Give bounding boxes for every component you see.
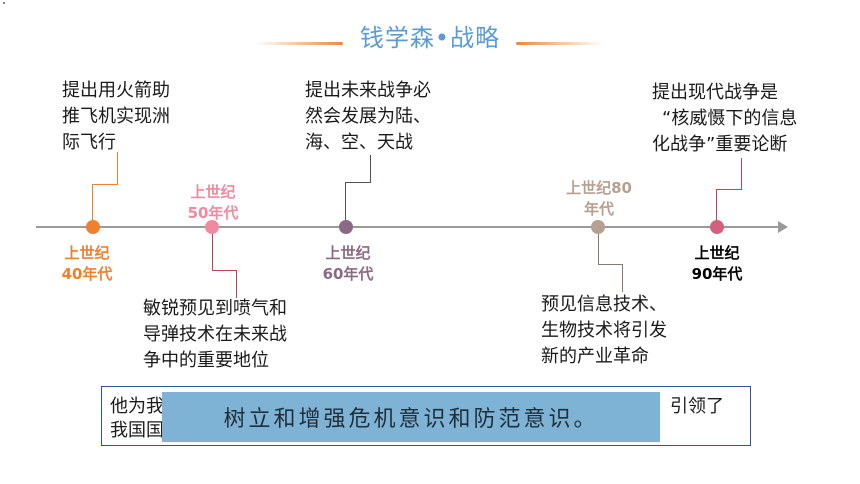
summary-overlay-banner: 树立和增强危机意识和防范意识。 bbox=[162, 392, 660, 442]
event-60s-era: 上世纪 60年代 bbox=[313, 243, 383, 285]
summary-text-right: 引领了 bbox=[670, 396, 724, 417]
event-60s-connector bbox=[345, 182, 370, 183]
event-40s-desc-line: 际飞行 bbox=[62, 132, 116, 153]
event-50s-desc-line: 争中的重要地位 bbox=[143, 350, 269, 371]
event-80s-connector bbox=[622, 264, 623, 292]
event-90s-connector bbox=[716, 189, 742, 190]
event-60s-desc-line: 提出未来战争必 bbox=[305, 80, 431, 101]
event-90s-desc-line: 化战争”重要论断 bbox=[652, 134, 788, 155]
summary-line: 他为我 bbox=[110, 396, 164, 417]
event-40s-node bbox=[86, 220, 100, 234]
corner-dot bbox=[3, 2, 5, 4]
event-60s-desc-line: 海、空、天战 bbox=[305, 132, 413, 153]
era-label: 上世纪80 bbox=[566, 179, 632, 197]
era-label: 上世纪 bbox=[694, 244, 740, 262]
event-90s-desc-line: “核威慑下的信息 bbox=[662, 108, 798, 129]
event-80s-desc-line: 生物技术将引发 bbox=[541, 320, 667, 341]
event-40s-era: 上世纪 40年代 bbox=[52, 243, 122, 285]
era-label: 年代 bbox=[583, 200, 614, 218]
event-40s-description: 提出用火箭助 推飞机实现洲 际飞行 bbox=[62, 78, 170, 156]
event-40s-connector bbox=[92, 184, 93, 220]
event-60s-node bbox=[339, 220, 353, 234]
event-40s-connector bbox=[92, 184, 118, 185]
timeline-arrow bbox=[778, 221, 788, 233]
event-90s-connector bbox=[741, 158, 742, 189]
era-label: 40年代 bbox=[61, 265, 113, 283]
event-50s-era: 上世纪 50年代 bbox=[178, 182, 248, 224]
event-80s-desc-line: 新的产业革命 bbox=[541, 346, 649, 367]
event-60s-connector bbox=[370, 155, 371, 183]
page-title: 钱学森•战略 bbox=[359, 24, 501, 52]
era-label: 上世纪 bbox=[325, 244, 371, 262]
era-label: 90年代 bbox=[691, 265, 743, 283]
event-60s-description: 提出未来战争必 然会发展为陆、 海、空、天战 bbox=[305, 78, 431, 156]
event-80s-description: 预见信息技术、 生物技术将引发 新的产业革命 bbox=[541, 292, 667, 370]
era-label: 60年代 bbox=[322, 265, 374, 283]
event-90s-desc-line: 提出现代战争是 bbox=[652, 82, 778, 103]
event-50s-connector bbox=[212, 270, 236, 271]
event-80s-connector bbox=[598, 264, 622, 265]
event-80s-era: 上世纪80 年代 bbox=[556, 178, 642, 220]
event-60s-connector bbox=[345, 182, 346, 220]
event-50s-desc-line: 敏锐预见到喷气和 bbox=[143, 298, 287, 319]
event-50s-connector bbox=[212, 234, 213, 270]
event-90s-connector bbox=[716, 189, 717, 220]
event-80s-connector bbox=[598, 234, 599, 264]
event-90s-era: 上世纪 90年代 bbox=[682, 243, 752, 285]
timeline-axis bbox=[36, 226, 782, 228]
event-50s-node bbox=[205, 220, 219, 234]
event-40s-desc-line: 提出用火箭助 bbox=[62, 80, 170, 101]
summary-line: 我国国 bbox=[110, 420, 164, 441]
event-60s-desc-line: 然会发展为陆、 bbox=[305, 106, 431, 127]
era-label: 上世纪 bbox=[190, 183, 236, 201]
event-40s-connector bbox=[117, 152, 118, 185]
event-40s-desc-line: 推飞机实现洲 bbox=[62, 106, 170, 127]
event-80s-node bbox=[591, 220, 605, 234]
era-label: 50年代 bbox=[187, 204, 239, 222]
event-50s-connector bbox=[236, 270, 237, 298]
title-decoration-right bbox=[516, 42, 604, 45]
era-label: 上世纪 bbox=[64, 244, 110, 262]
summary-text-left: 他为我 我国国 bbox=[110, 395, 164, 443]
title-decoration-left bbox=[255, 42, 343, 45]
event-50s-desc-line: 导弹技术在未来战 bbox=[143, 324, 287, 345]
event-50s-description: 敏锐预见到喷气和 导弹技术在未来战 争中的重要地位 bbox=[143, 296, 287, 374]
event-90s-node bbox=[710, 220, 724, 234]
event-80s-desc-line: 预见信息技术、 bbox=[541, 294, 667, 315]
event-90s-description: 提出现代战争是 “核威慑下的信息 化战争”重要论断 bbox=[652, 80, 797, 158]
